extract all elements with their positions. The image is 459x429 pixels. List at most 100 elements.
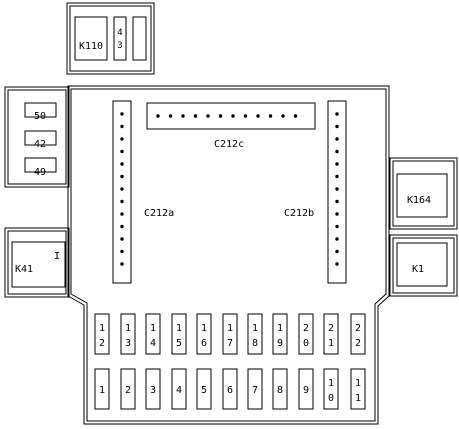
relay-k110-label: K110 (79, 41, 103, 52)
fuse-bottom-digit: 5 (201, 385, 207, 396)
fuse-bottom-digit: 1 (355, 393, 361, 404)
fuse-bottom-digit: 1 (99, 385, 105, 396)
connector-pin (168, 114, 173, 118)
connector-pin (335, 262, 339, 266)
connector-pin (193, 114, 198, 118)
connector-pin (120, 237, 124, 241)
connector-pin (231, 114, 235, 118)
connector-pin (120, 199, 124, 204)
relay-block-k164: K164 (389, 157, 458, 230)
fuse-bottom-digit: 7 (252, 385, 258, 396)
relay-block-k110: K110 4 3 (66, 2, 155, 75)
relay-k1-label: K1 (412, 264, 424, 275)
fuse-top-digit: 1 (125, 323, 131, 334)
connector-c212a (112, 100, 132, 284)
fuse-top-digit: 1 (227, 323, 233, 334)
connector-c212c-label: C212c (214, 139, 244, 150)
fuse-top-digit: 2 (355, 338, 361, 349)
relay-k110-slot (132, 16, 147, 61)
fuse-top-digit: 1 (252, 323, 258, 334)
connector-pin (335, 212, 339, 216)
fuse-bottom-6: 6 (222, 368, 238, 410)
fuse-top-digit: 5 (176, 338, 182, 349)
relay-k164 (396, 173, 448, 218)
connector-pin (335, 199, 339, 204)
fuse-top-digit: 1 (99, 323, 105, 334)
connector-pin (335, 237, 339, 241)
fuse-bottom-3: 3 (145, 368, 161, 410)
connector-pin (120, 249, 124, 254)
relay-k164-label: K164 (407, 195, 431, 206)
relay-k110-pin-box (113, 16, 127, 61)
fuse-bottom-digit: 0 (328, 393, 334, 404)
connector-pin (120, 124, 124, 129)
fuse-top-digit: 3 (125, 338, 131, 349)
fuse-bottom-digit: 6 (227, 385, 233, 396)
fuse-top-digit: 8 (252, 338, 258, 349)
fuse-bottom-4: 4 (171, 368, 187, 410)
fuse-top-digit: 6 (201, 338, 207, 349)
connector-pin (335, 137, 339, 141)
relay-block-k41: K41 I (4, 227, 70, 298)
fuse-bottom-digit: 2 (125, 385, 131, 396)
connector-c212b-label: C212b (284, 208, 314, 219)
fuse-top-1: 12 (94, 313, 110, 355)
fuse-top-digit: 1 (150, 323, 156, 334)
fuse-top-3: 14 (145, 313, 161, 355)
left-fuse-3-label: 49 (34, 167, 46, 178)
connector-pin (206, 114, 210, 118)
fuse-bottom-9: 9 (298, 368, 314, 410)
fuse-bottom-5: 5 (196, 368, 212, 410)
connector-pin (120, 224, 124, 229)
fuse-top-6: 17 (222, 313, 238, 355)
connector-pin (335, 174, 339, 179)
fuse-top-8: 19 (272, 313, 288, 355)
fuse-top-digit: 1 (201, 323, 207, 334)
fuse-top-digit: 2 (99, 338, 105, 349)
fuse-bottom-1: 1 (94, 368, 110, 410)
fuse-bottom-digit: 1 (355, 378, 361, 389)
relay-k110 (74, 16, 108, 61)
relay-k41-label: K41 (15, 264, 33, 275)
fuse-bottom-7: 7 (247, 368, 263, 410)
fuse-bottom-8: 8 (272, 368, 288, 410)
fuse-top-2: 13 (120, 313, 136, 355)
left-fuse-1: 50 (24, 102, 57, 122)
connector-pin (120, 262, 124, 266)
connector-pin (120, 149, 124, 154)
connector-pin (293, 114, 298, 118)
connector-pin (120, 162, 124, 166)
left-fuse-block: 50 42 49 (4, 86, 70, 188)
fuse-top-digit: 2 (328, 323, 334, 334)
connector-pin (335, 249, 339, 254)
left-fuse-2-label: 42 (34, 139, 46, 150)
connector-pin (120, 137, 124, 141)
fuse-top-10: 21 (323, 313, 339, 355)
left-fuse-3: 49 (24, 157, 57, 178)
fuse-top-7: 18 (247, 313, 263, 355)
connector-c212c (146, 102, 316, 130)
connector-pin (120, 187, 124, 191)
fuse-bottom-digit: 8 (277, 385, 283, 396)
fuse-bottom-digit: 1 (328, 378, 334, 389)
relay-k110-stack-2: 3 (117, 41, 122, 51)
connector-pin (181, 114, 185, 118)
fuse-top-digit: 1 (176, 323, 182, 334)
connector-c212a-label: C212a (144, 208, 174, 219)
relay-k41-mark: I (54, 251, 60, 262)
connector-pin (120, 112, 124, 116)
connector-pin (120, 212, 124, 216)
fuse-top-digit: 2 (355, 323, 361, 334)
fuse-bottom-digit: 3 (150, 385, 156, 396)
relay-k1 (396, 242, 448, 287)
connector-pin (335, 162, 339, 166)
connector-pin (281, 114, 285, 118)
fuse-top-digit: 2 (303, 323, 309, 334)
fuse-top-digit: 9 (277, 338, 283, 349)
fuse-top-digit: 1 (277, 323, 283, 334)
fuse-bottom-2: 2 (120, 368, 136, 410)
connector-pin (243, 114, 248, 118)
main-housing (67, 85, 390, 425)
